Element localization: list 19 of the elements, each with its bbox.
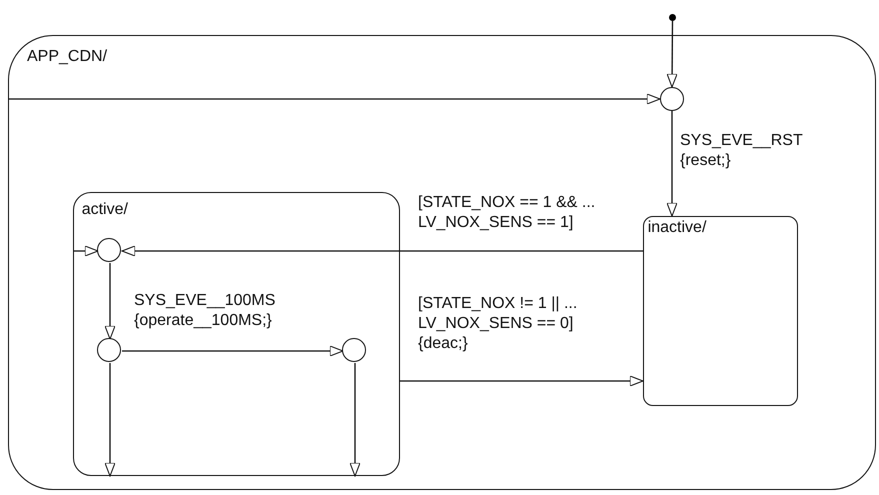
- state-name: APP_CDN/: [27, 48, 108, 66]
- arrow: [73, 246, 98, 256]
- arrow: [350, 363, 360, 476]
- arrow: [122, 246, 643, 256]
- arrow: [8, 94, 660, 104]
- state-name: active/: [82, 200, 128, 219]
- arrow: [104, 363, 116, 476]
- junction-circle: [97, 238, 122, 262]
- arrow: [104, 263, 116, 340]
- arrow: [666, 111, 678, 216]
- arrow: [122, 346, 344, 356]
- junction-circle: [97, 338, 122, 362]
- junction-circle: [342, 338, 366, 362]
- state-name: inactive/: [648, 218, 706, 237]
- state-box: [642, 216, 798, 406]
- initial-dot: [669, 14, 676, 21]
- junction-circle: [660, 86, 684, 111]
- arrow: [666, 21, 678, 88]
- arrow: [400, 376, 644, 386]
